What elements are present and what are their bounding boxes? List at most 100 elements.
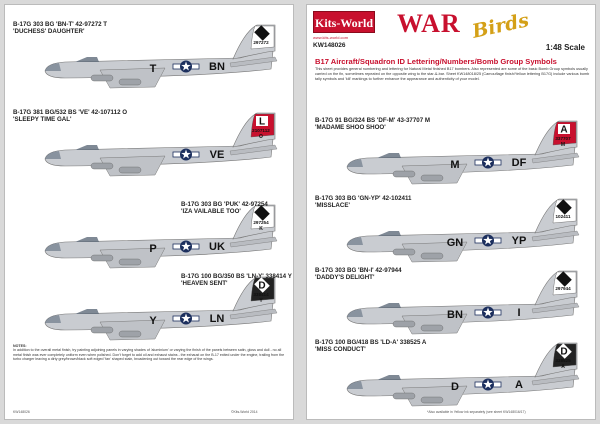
tail-serial: 297272 — [253, 40, 269, 45]
engine-nacelle — [90, 326, 114, 334]
engine-nacelle — [118, 258, 142, 266]
fuselage-code-aft: BN — [209, 61, 225, 73]
tail-sub-letter: K — [259, 226, 263, 232]
wing — [99, 247, 166, 269]
notes-title: NOTES: — [13, 344, 27, 348]
sheet-description: This sheet provides general numbering an… — [315, 67, 590, 81]
group-symbol — [558, 124, 570, 134]
tail-serial: 338414 — [253, 292, 269, 297]
profile-caption: B-17G 100 BG/418 BS 'LD-A' 338525 A — [315, 339, 427, 346]
profile-nickname: 'DUCHESS' DAUGHTER' — [13, 28, 85, 35]
group-symbol — [556, 199, 572, 215]
profile-caption: B-17G 303 BG 'PUK' 42-97254 — [181, 201, 268, 208]
cockpit-canopy — [377, 231, 401, 236]
wing — [401, 163, 468, 185]
national-star-icon — [483, 379, 493, 389]
wing — [401, 313, 468, 335]
fuselage-code: P — [149, 243, 156, 255]
engine-nacelle — [420, 252, 444, 260]
tail-serial: 102411 — [555, 214, 571, 219]
national-star-icon — [483, 235, 493, 245]
wing — [99, 155, 166, 177]
profile-nickname: 'IZA VAILABLE TOO' — [181, 208, 241, 215]
right-footer-note: *Also available in Yellow ink separately… — [427, 410, 526, 414]
fuselage-code-aft: DF — [512, 157, 527, 169]
kits-world-logo: Kits-World — [313, 11, 375, 33]
group-symbol — [556, 271, 572, 287]
engine-nacelle — [420, 174, 444, 182]
engine-nacelle — [392, 248, 416, 256]
national-star-icon — [181, 313, 191, 323]
cockpit-canopy — [377, 303, 401, 308]
nose-glazing — [45, 63, 61, 71]
engine-nacelle — [90, 74, 114, 82]
cockpit-canopy — [75, 309, 99, 314]
birds-logo-text: Birds — [470, 9, 531, 43]
profile-caption: B-17G 381 BG/532 BS 'VE' 42-107112 O — [13, 109, 128, 116]
scale-label: 1:48 Scale — [545, 43, 585, 52]
tail-letter: D — [560, 347, 567, 358]
group-symbol — [254, 205, 270, 221]
profile-nickname: 'HEAVEN SENT' — [181, 280, 228, 287]
horizontal-stabilizer — [229, 308, 278, 320]
tail-letter: C — [258, 29, 265, 40]
tail-serial: 2107112 — [252, 128, 270, 133]
engine-nacelle — [420, 324, 444, 332]
fuselage-code: BN — [447, 309, 463, 321]
engine-nacelle — [90, 162, 114, 170]
cockpit-canopy — [75, 57, 99, 62]
engine-nacelle — [118, 166, 142, 174]
horizontal-stabilizer — [531, 374, 580, 386]
wing — [401, 385, 468, 407]
profile-nickname: 'MADAME SHOO SHOO' — [315, 124, 386, 131]
tail-letter: C — [258, 209, 265, 220]
left-footer-code: KW148026 — [13, 410, 30, 414]
tail-letter: L — [259, 117, 265, 128]
engine-nacelle — [90, 254, 114, 262]
tail-sub-letter: M — [561, 142, 565, 148]
profile-caption: B-17G 100 BG/350 BS 'LN-Y' 338414 Y — [181, 273, 292, 280]
national-star-icon — [181, 61, 191, 71]
horizontal-stabilizer — [531, 230, 580, 242]
national-star-icon — [181, 241, 191, 251]
tail-letter: A — [560, 125, 567, 136]
profile-caption: B-17G 303 BG 'GN-YP' 42-102411 — [315, 195, 412, 202]
engine-nacelle — [392, 170, 416, 178]
wing — [99, 319, 166, 341]
fuselage-code: Y — [149, 315, 157, 327]
tail-serial: 297254 — [253, 220, 269, 225]
tail-letter: C — [560, 275, 567, 286]
engine-nacelle — [118, 330, 142, 338]
national-star-icon — [483, 307, 493, 317]
engine-nacelle — [420, 396, 444, 404]
fuselage-code-aft: LN — [210, 313, 225, 325]
fuselage-code: M — [450, 159, 459, 171]
nose-glazing — [347, 309, 363, 317]
engine-nacelle — [392, 392, 416, 400]
fuselage-code: GN — [447, 237, 464, 249]
profile-nickname: 'MISSLACE' — [315, 202, 350, 209]
horizontal-stabilizer — [531, 152, 580, 164]
cockpit-canopy — [75, 237, 99, 242]
tail-serial: 297944 — [555, 286, 571, 291]
national-star-icon — [181, 149, 191, 159]
tail-serial: 337707 — [555, 136, 571, 141]
horizontal-stabilizer — [229, 144, 278, 156]
sheet-code: KW148026 — [313, 42, 346, 49]
nose-glazing — [347, 159, 363, 167]
profile-caption: B-17G 91 BG/324 BS 'DF-M' 43-37707 M — [315, 117, 431, 124]
fuselage-code: T — [150, 63, 157, 75]
profile-nickname: 'MISS CONDUCT' — [315, 346, 366, 353]
